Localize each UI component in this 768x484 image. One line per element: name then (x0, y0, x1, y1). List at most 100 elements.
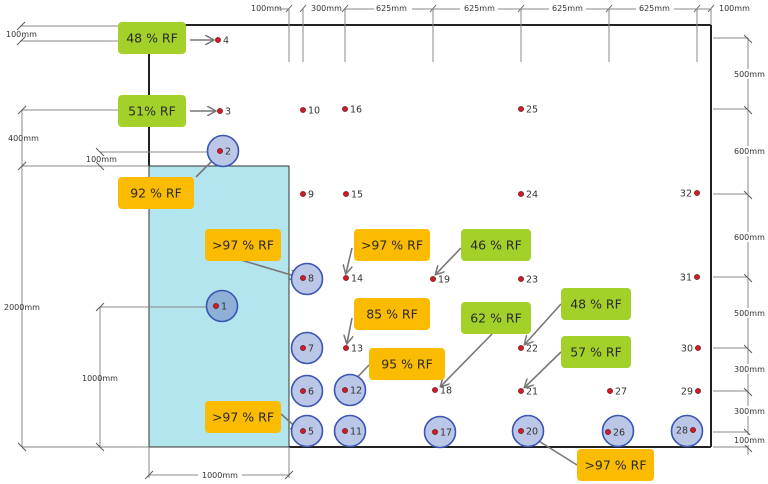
point-label: 19 (438, 275, 450, 286)
dim-right-0: 500mm (734, 70, 765, 79)
point-label: 23 (526, 275, 538, 286)
point-label: 13 (351, 344, 363, 355)
dim-top-1: 300mm (311, 4, 342, 13)
point-13: 13 (343, 344, 363, 355)
point-22: 22 (518, 344, 538, 355)
sensor-circle (670, 414, 704, 448)
point-25: 25 (518, 105, 538, 116)
point-dot (694, 274, 700, 280)
point-dot (430, 276, 436, 282)
point-dot (432, 429, 438, 435)
reading-box-bg (461, 229, 531, 261)
point-dot (300, 388, 306, 394)
reading-box-bg (369, 348, 445, 380)
reading-box-bg (118, 22, 186, 54)
point-dot (695, 388, 701, 394)
point-dot (605, 429, 611, 435)
point-label: 32 (680, 189, 692, 200)
reading-box-bg (205, 401, 281, 433)
point-dot (300, 428, 306, 434)
point-label: 12 (350, 386, 362, 397)
point-dot (518, 106, 524, 112)
point-16: 16 (342, 105, 362, 116)
point-dot (342, 106, 348, 112)
point-dot (217, 148, 223, 154)
point-label: 21 (526, 387, 538, 398)
reading-box-bg (461, 302, 531, 334)
dim-right-3: 500mm (734, 309, 765, 318)
sensor-circle (290, 331, 324, 365)
sensor-circle (333, 373, 367, 407)
point-19: 19 (430, 275, 450, 286)
point-label: 29 (681, 387, 693, 398)
dim-top-6: 100mm (719, 4, 750, 13)
dim-left-400: 400mm (8, 134, 39, 143)
point-dot (343, 345, 349, 351)
point-8: 8 (290, 262, 324, 296)
reading-box-point-3: 51% RF (118, 95, 186, 127)
point-dot (342, 387, 348, 393)
reading-box-bg (561, 288, 631, 320)
left-dimensions: 100mm 400mm 100mm 2000mm 1000mm (4, 21, 215, 452)
reading-value: 48 % RF (126, 31, 178, 46)
point-21: 21 (518, 387, 538, 398)
reading-box-point-13: 85 % RF (354, 298, 430, 330)
dim-right-2: 600mm (734, 233, 765, 242)
dim-top-5: 625mm (639, 4, 670, 13)
point-dot (690, 427, 696, 433)
point-23: 23 (518, 275, 538, 286)
reading-box-point-19: 46 % RF (461, 229, 531, 261)
point-6: 6 (290, 374, 324, 408)
reading-value: 48 % RF (570, 297, 622, 312)
point-30: 30 (681, 344, 701, 355)
reading-value: 51% RF (128, 104, 176, 119)
arrow-to-point-22 (525, 303, 562, 344)
point-dot (300, 345, 306, 351)
dim-bottom-1000: 1000mm (202, 471, 238, 480)
arrow-to-point-14 (346, 247, 353, 273)
dim-right-4: 300mm (734, 365, 765, 374)
point-dot (694, 190, 700, 196)
point-18: 18 (432, 386, 452, 397)
point-29: 29 (681, 387, 701, 398)
arrow-to-point-8 (240, 259, 298, 277)
point-label: 4 (223, 36, 229, 47)
point-28: 28 (670, 414, 704, 448)
point-2: 2 (206, 134, 240, 168)
dim-top-0: 100mm (251, 4, 282, 13)
point-label: 28 (676, 426, 688, 437)
reading-value: 95 % RF (381, 357, 433, 372)
reading-value: >97 % RF (584, 458, 646, 473)
point-dot (695, 345, 701, 351)
reading-box-point-20: >97 % RF (577, 449, 654, 481)
reading-box-point-4: 48 % RF (118, 22, 186, 54)
point-label: 14 (351, 274, 363, 285)
reading-value: 62 % RF (470, 311, 522, 326)
point-label: 30 (681, 344, 693, 355)
arrow-to-point-19 (436, 247, 462, 274)
point-31: 31 (680, 273, 700, 284)
point-11: 11 (333, 414, 367, 448)
point-dot (432, 387, 438, 393)
point-4: 4 (215, 36, 229, 47)
point-label: 8 (308, 274, 314, 285)
reading-value: 85 % RF (366, 307, 418, 322)
reading-box-bg (205, 229, 281, 261)
reading-box-point-5: >97 % RF (205, 401, 281, 433)
point-label: 20 (526, 427, 538, 438)
point-dot (607, 388, 613, 394)
point-7: 7 (290, 331, 324, 365)
point-label: 3 (225, 107, 231, 118)
point-label: 25 (526, 105, 538, 116)
point-label: 27 (615, 387, 627, 398)
point-10: 10 (300, 106, 320, 117)
point-label: 1 (221, 302, 227, 313)
point-20: 20 (511, 414, 545, 448)
point-1: 1 (205, 289, 239, 323)
sensor-circle (511, 414, 545, 448)
point-dot (342, 428, 348, 434)
reading-box-point-22: 48 % RF (561, 288, 631, 320)
reading-box-bg (354, 229, 430, 261)
